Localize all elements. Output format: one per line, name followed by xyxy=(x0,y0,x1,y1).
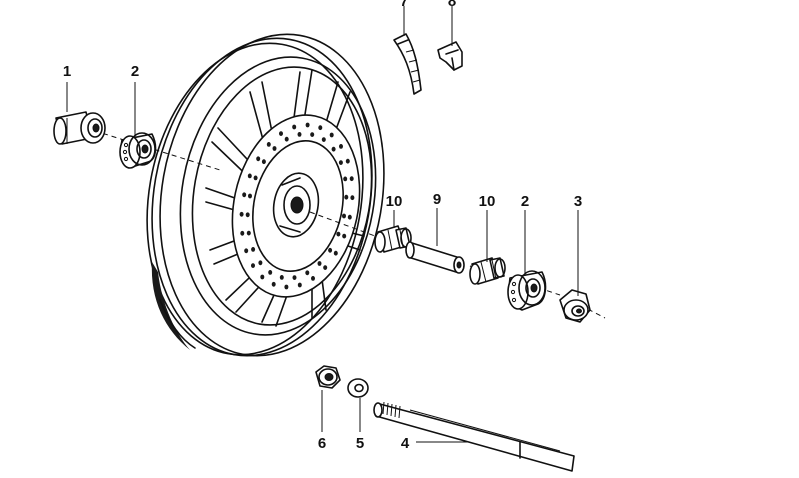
part-2-bearing-left xyxy=(119,132,157,169)
part-1-spacer-sleeve xyxy=(53,111,106,145)
part-2-bearing-right xyxy=(507,270,547,311)
part-7-bracket xyxy=(393,33,422,95)
disc-hole xyxy=(333,250,338,256)
disc-hole xyxy=(251,263,255,268)
disc-hole xyxy=(305,122,310,128)
disc-hole xyxy=(261,159,266,165)
disc-hole xyxy=(347,214,352,220)
disc-hole xyxy=(336,231,341,237)
disc-hole xyxy=(305,270,310,276)
disc-hole xyxy=(338,160,343,166)
part-9-spacer-tube xyxy=(405,241,465,274)
disc-hole xyxy=(268,270,273,275)
disc-hole xyxy=(342,213,346,219)
callout-10-right: 10 xyxy=(478,193,496,210)
disc-hole xyxy=(292,124,297,130)
callout-3: 3 xyxy=(573,193,583,210)
disc-hole xyxy=(317,261,322,266)
disc-hole xyxy=(248,193,252,199)
disc-hole xyxy=(271,281,276,287)
part-6-nut xyxy=(315,365,341,389)
disc-hole xyxy=(240,230,245,236)
callout-7: 7 xyxy=(399,0,409,10)
disc-hole xyxy=(245,212,250,218)
disc-hole xyxy=(297,132,302,137)
part-3-axle-nut xyxy=(559,289,591,323)
part-8-clip xyxy=(437,41,463,71)
disc-hole xyxy=(345,158,350,164)
disc-hole xyxy=(297,282,302,288)
disc-hole xyxy=(323,265,328,270)
part-5-washer xyxy=(347,378,369,398)
callout-2-right: 2 xyxy=(520,193,530,210)
disc-hole xyxy=(321,137,326,143)
leader-lines xyxy=(66,6,579,443)
disc-hole xyxy=(342,233,347,239)
disc-hole xyxy=(328,247,333,253)
disc-hole xyxy=(344,194,349,200)
callout-1: 1 xyxy=(62,63,72,80)
callout-5: 5 xyxy=(355,435,365,452)
callout-8: 8 xyxy=(447,0,457,10)
callout-9: 9 xyxy=(432,191,442,208)
callout-10-left: 10 xyxy=(385,193,403,210)
disc-hole xyxy=(258,260,263,266)
disc-hole xyxy=(272,146,277,151)
disc-hole xyxy=(247,173,252,179)
disc-hole xyxy=(310,132,315,138)
disc-hole xyxy=(343,176,348,182)
disc-hole xyxy=(239,211,244,217)
callout-6: 6 xyxy=(317,435,327,452)
disc-hole xyxy=(246,230,251,236)
disc-hole xyxy=(242,192,247,198)
disc-hole xyxy=(331,146,336,152)
disc-hole xyxy=(284,136,289,142)
disc-hole xyxy=(253,175,258,181)
disc-hole xyxy=(244,248,249,254)
disc-hole xyxy=(339,144,343,149)
disc-hole xyxy=(256,156,261,162)
disc-hole xyxy=(251,247,256,252)
part-10-bush-left xyxy=(374,225,412,253)
brake-disc xyxy=(231,114,361,298)
part-4-axle-shaft xyxy=(373,401,575,472)
disc-hole xyxy=(318,125,323,131)
disc-hole xyxy=(266,142,271,147)
part-10-bush-right xyxy=(469,257,506,285)
disc-hole xyxy=(329,132,334,138)
disc-hole xyxy=(279,275,284,280)
disc-hole xyxy=(311,276,315,281)
disc-hole xyxy=(349,176,354,182)
disc-hole xyxy=(279,131,283,137)
callout-2-left: 2 xyxy=(130,63,140,80)
disc-hole xyxy=(260,274,265,280)
disc-hole xyxy=(284,284,289,290)
disc-hole xyxy=(350,195,355,201)
callout-4: 4 xyxy=(400,435,410,452)
disc-hole xyxy=(292,275,297,280)
